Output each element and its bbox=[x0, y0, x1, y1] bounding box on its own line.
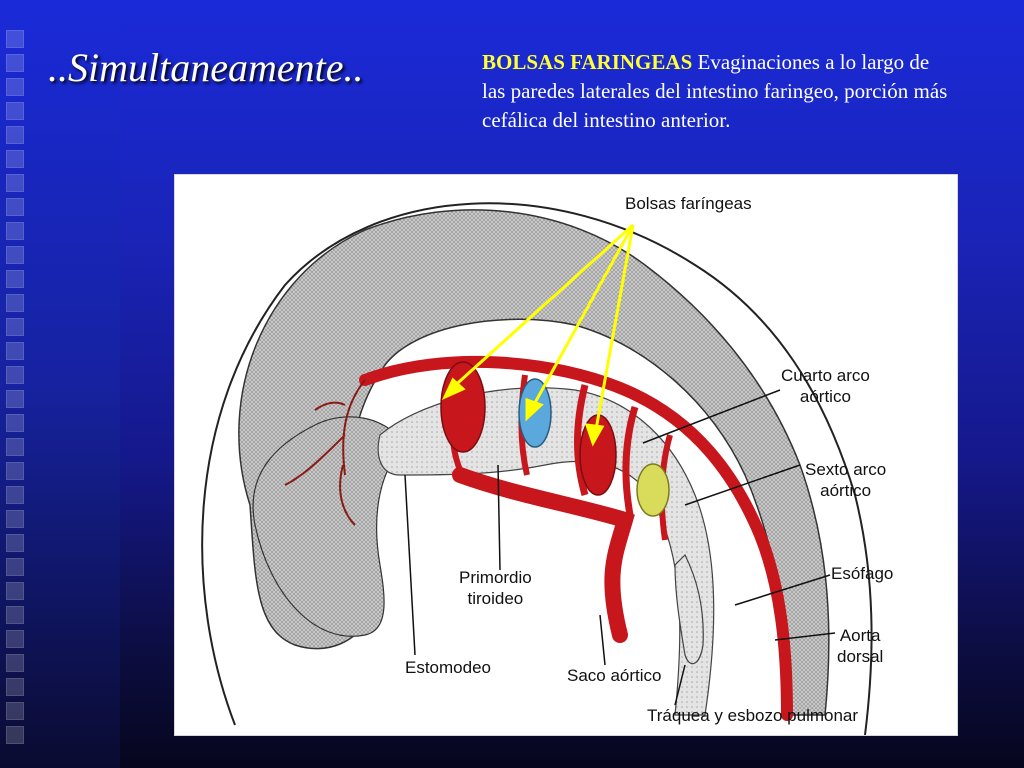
left-decorative-strip bbox=[0, 0, 120, 768]
label-bolsas-faringeas: Bolsas faríngeas bbox=[625, 194, 752, 213]
embryo-diagram: Bolsas faríngeas Cuarto arco aórtico Sex… bbox=[174, 174, 958, 736]
leader-lines bbox=[404, 389, 836, 706]
vessel-branches bbox=[284, 379, 366, 526]
arch-3 bbox=[574, 384, 589, 496]
label-estomodeo: Estomodeo bbox=[405, 658, 491, 677]
aortic-sac bbox=[452, 467, 635, 643]
label-sexto-arco: Sexto arco aórtico bbox=[805, 460, 887, 500]
pouch-red-1 bbox=[440, 361, 486, 453]
label-saco-aortico: Saco aórtico bbox=[567, 666, 662, 685]
pouch-blue bbox=[518, 378, 552, 448]
slide-description: BOLSAS FARINGEAS Evaginaciones a lo larg… bbox=[482, 48, 952, 135]
label-cuarto-arco: Cuarto arco aórtico bbox=[781, 366, 870, 406]
dorsal-aorta bbox=[359, 355, 793, 721]
label-traquea: Tráquea y esbozo pulmonar bbox=[647, 706, 859, 725]
bolsas-arrows bbox=[441, 223, 635, 447]
label-primordio-tiroideo: Primordio tiroideo bbox=[459, 568, 532, 608]
pouch-yellow bbox=[636, 463, 670, 517]
diagram-drawing bbox=[201, 202, 873, 735]
description-term: BOLSAS FARINGEAS bbox=[482, 50, 693, 74]
embryo-outline bbox=[201, 202, 873, 735]
trachea-bud bbox=[674, 553, 704, 665]
slide-title: ..Simultaneamente.. bbox=[48, 45, 364, 90]
arch-4 bbox=[622, 405, 639, 516]
label-esofago: Esófago bbox=[831, 564, 894, 583]
decorative-squares bbox=[6, 30, 28, 750]
head-region bbox=[252, 416, 406, 637]
description-text: Evaginaciones a lo largo de las paredes … bbox=[482, 50, 948, 132]
label-aorta-dorsal: Aorta dorsal bbox=[837, 626, 884, 666]
